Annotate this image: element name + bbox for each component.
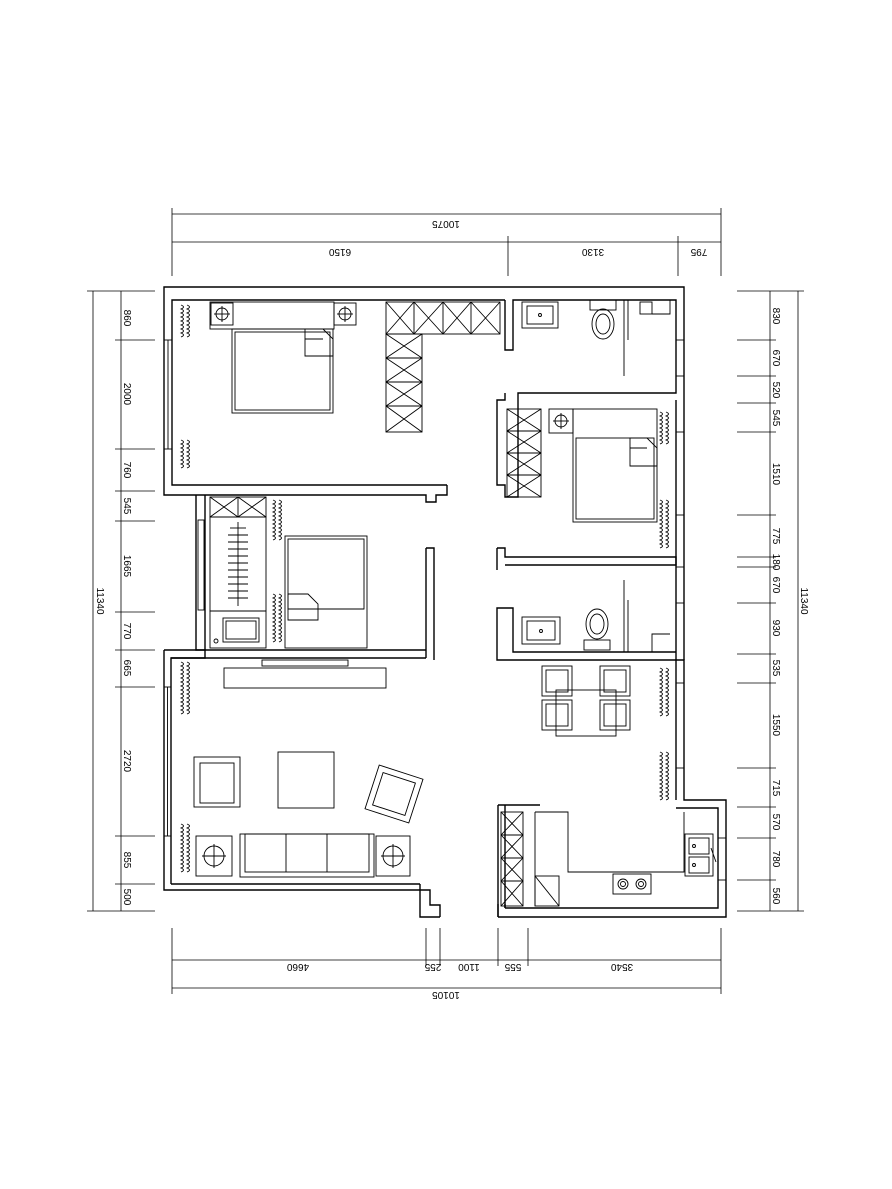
armchair-icon <box>364 764 424 824</box>
lamp-icon <box>333 302 357 326</box>
toilet-icon <box>589 299 617 340</box>
dim-left-seg-3: 545 <box>121 498 132 515</box>
tv-icon <box>209 610 267 649</box>
dining-area <box>541 665 669 801</box>
dim-left-seg-1: 2000 <box>121 383 132 406</box>
dimension-bottom: 10105 4660 255 1100 555 3540 <box>171 928 722 1000</box>
dim-bottom-seg-3: 555 <box>504 961 521 972</box>
clothes-rack <box>209 516 267 612</box>
bed-icon <box>572 408 658 523</box>
window-bathroom1 <box>675 339 685 377</box>
dim-right-seg-5: 775 <box>770 528 781 545</box>
toilet-icon <box>583 608 611 651</box>
bathroom-2 <box>521 580 670 652</box>
dim-right-seg-8: 930 <box>770 620 781 637</box>
dim-bottom-seg-4: 3540 <box>610 961 633 972</box>
dim-left-seg-7: 2720 <box>121 750 132 773</box>
dim-right-seg-2: 520 <box>770 382 781 399</box>
curtain-icon <box>658 667 669 801</box>
dim-right-seg-11: 715 <box>770 780 781 797</box>
washbasin-icon <box>521 301 559 329</box>
wardrobe-icon <box>500 811 524 907</box>
washbasin-icon <box>521 616 561 645</box>
dim-top-seg-2: 795 <box>690 246 707 257</box>
wardrobe-icon <box>506 408 542 498</box>
armchair-icon <box>193 756 241 808</box>
dimension-right: 11340 830 670 520 545 1510 775 180 670 9… <box>737 290 809 912</box>
windows <box>163 339 727 881</box>
lamp-icon <box>375 835 411 877</box>
window-dining <box>675 682 685 769</box>
lamp-icon <box>195 835 233 877</box>
window-bathroom2 <box>675 566 685 604</box>
bathroom-1 <box>521 299 671 376</box>
dim-top-seg-0: 6150 <box>328 246 351 257</box>
dim-right-seg-1: 670 <box>770 350 781 367</box>
dim-left-seg-6: 665 <box>121 660 132 677</box>
curtain-icon <box>179 661 190 873</box>
sofa-icon <box>239 833 375 878</box>
dim-left-seg-5: 770 <box>121 623 132 640</box>
dim-left-total: 11340 <box>94 587 105 615</box>
dim-left-seg-2: 760 <box>121 462 132 479</box>
dim-left-seg-4: 1665 <box>121 555 132 578</box>
curtain-icon <box>179 304 190 469</box>
dim-top-seg-1: 3130 <box>581 246 604 257</box>
dim-right-seg-6: 180 <box>770 554 781 571</box>
dim-top-total: 10075 <box>432 218 460 229</box>
dim-right-seg-9: 535 <box>770 660 781 677</box>
dim-right-seg-0: 830 <box>770 308 781 325</box>
dim-right-total: 11340 <box>798 587 809 615</box>
kitchen <box>500 811 717 907</box>
tv-cabinet <box>223 659 387 689</box>
curtain-icon <box>658 411 669 549</box>
dim-right-seg-13: 780 <box>770 851 781 868</box>
window-bedroom3 <box>675 431 685 516</box>
stove-icon <box>612 873 652 895</box>
dim-left-seg-0: 860 <box>121 310 132 327</box>
bedroom-3 <box>506 408 669 549</box>
bed-icon <box>284 535 368 649</box>
lamp-icon <box>210 302 234 326</box>
dim-right-seg-3: 545 <box>770 410 781 427</box>
dim-right-seg-7: 670 <box>770 577 781 594</box>
dimension-left: 11340 860 2000 760 545 1665 770 665 2720… <box>87 290 155 912</box>
dining-table-icon <box>541 665 631 737</box>
dim-right-seg-12: 570 <box>770 814 781 831</box>
bed-icon <box>231 328 334 414</box>
lamp-icon <box>548 408 574 434</box>
coffee-table <box>277 751 335 809</box>
wardrobe-icon <box>209 496 267 518</box>
dimension-top: 10075 6150 3130 795 <box>171 208 722 276</box>
walls <box>163 286 727 918</box>
wardrobe-icon <box>385 301 501 433</box>
dim-right-seg-10: 1550 <box>770 714 781 737</box>
bedroom-2 <box>209 496 368 649</box>
sink-icon <box>684 833 717 877</box>
window-study <box>197 519 205 611</box>
dim-bottom-seg-2: 1100 <box>458 961 480 972</box>
dim-left-seg-9: 500 <box>121 889 132 906</box>
dim-bottom-seg-1: 255 <box>424 961 441 972</box>
window-kitchen <box>717 837 727 881</box>
dim-right-seg-4: 1510 <box>770 463 781 486</box>
bedroom-1 <box>179 301 501 469</box>
dim-left-seg-8: 855 <box>121 852 132 869</box>
dim-right-seg-14: 560 <box>770 888 781 905</box>
fridge <box>534 875 560 907</box>
curtain-icon <box>271 499 282 643</box>
living-room <box>179 659 424 878</box>
dim-bottom-seg-0: 4660 <box>286 961 309 972</box>
dim-bottom-total: 10105 <box>432 989 460 1000</box>
